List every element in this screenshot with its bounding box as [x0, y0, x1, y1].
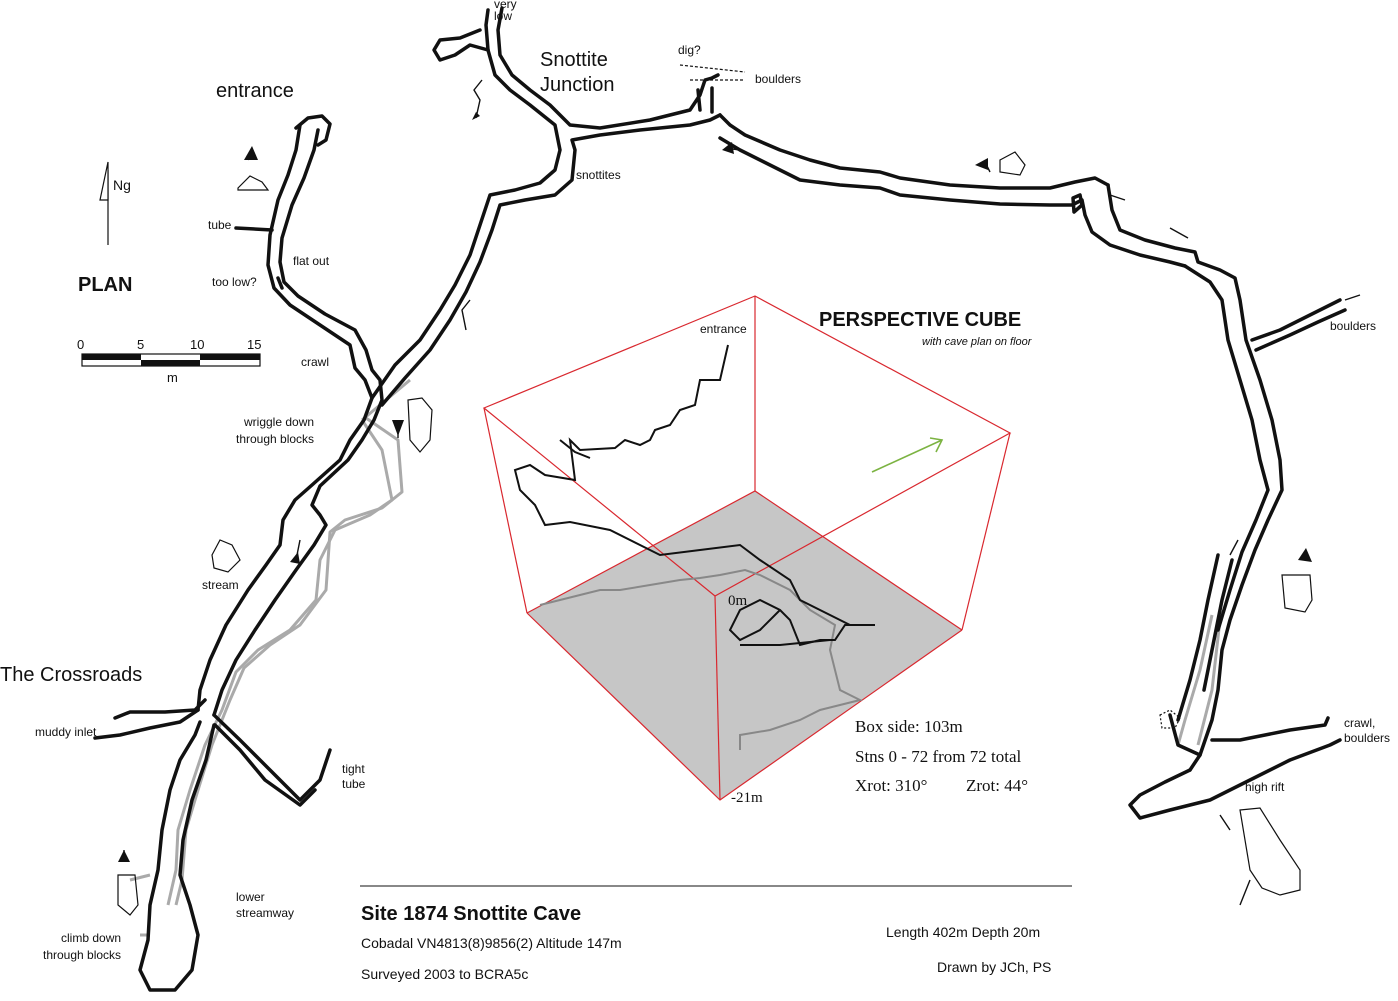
- survey-length-depth: Length 402m Depth 20m: [886, 924, 1041, 940]
- cube-stations: Stns 0 - 72 from 72 total: [855, 747, 1022, 766]
- label-tube: tube: [208, 218, 232, 232]
- survey-location: Cobadal VN4813(8)9856(2) Altitude 147m: [361, 935, 622, 951]
- cube-max-depth: -21m: [731, 790, 763, 806]
- scale-tick-0: 0: [77, 337, 85, 352]
- label-climb-down: climb down through blocks: [43, 931, 122, 962]
- cave-passage: [93, 6, 1347, 992]
- scale-bar: [81, 353, 261, 367]
- scale-tick-10: 10: [190, 337, 205, 352]
- label-too-low: too low?: [212, 275, 257, 289]
- survey-drawn-by: Drawn by JCh, PS: [937, 959, 1052, 975]
- plan-label: PLAN: [78, 274, 133, 296]
- label-very-low: very low: [494, 0, 517, 23]
- label-tight-tube: tight tube: [342, 762, 366, 791]
- survey-grade: Surveyed 2003 to BCRA5c: [361, 966, 529, 982]
- label-entrance: entrance: [216, 80, 294, 102]
- label-snottites: snottites: [576, 168, 621, 182]
- label-high-rift: high rift: [1245, 780, 1285, 794]
- survey-title: Site 1874 Snottite Cave: [361, 903, 582, 925]
- arrow-heads: [118, 112, 1312, 862]
- perspective-cube: [482, 295, 1012, 801]
- cube-north-arrow: [871, 437, 944, 473]
- label-crawl-boulders: crawl, boulders: [1344, 716, 1391, 745]
- scale-unit: m: [167, 370, 178, 385]
- cube-subtitle: with cave plan on floor: [922, 336, 1032, 348]
- label-muddy-inlet: muddy inlet: [35, 725, 97, 739]
- scale-tick-15: 15: [247, 337, 262, 352]
- cube-box-side: Box side: 103m: [855, 717, 963, 736]
- label-wriggle: wriggle down through blocks: [236, 415, 315, 446]
- label-dig: dig?: [678, 43, 701, 57]
- cube-entrance: entrance: [700, 322, 747, 336]
- passage-details: [117, 64, 1313, 916]
- lower-level-passage: [129, 378, 1222, 937]
- label-the-crossroads: The Crossroads: [0, 664, 143, 686]
- label-crawl: crawl: [301, 355, 330, 369]
- label-snottite-junction: Snottite Junction: [540, 49, 615, 96]
- north-arrow: [99, 161, 109, 245]
- cube-zero-depth: 0m: [728, 593, 748, 609]
- label-stream: stream: [202, 578, 239, 592]
- label-lower-streamway: lower streamway: [236, 890, 295, 920]
- cube-xrot: Xrot: 310°: [855, 776, 928, 795]
- north-label: Ng: [113, 177, 131, 193]
- label-boulders-right: boulders: [1330, 319, 1377, 333]
- label-flat-out: flat out: [293, 254, 330, 268]
- label-boulders-top: boulders: [755, 72, 802, 86]
- cube-title: PERSPECTIVE CUBE: [819, 309, 1022, 331]
- scale-tick-5: 5: [137, 337, 145, 352]
- cube-cave-3d: [513, 344, 875, 647]
- cube-zrot: Zrot: 44°: [966, 776, 1029, 795]
